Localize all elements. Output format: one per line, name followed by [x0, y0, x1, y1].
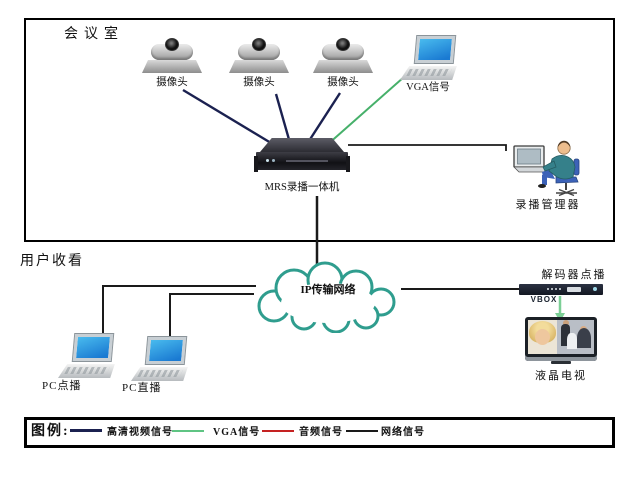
camera-lens-icon [252, 38, 266, 51]
recording-manager-icon [513, 140, 580, 197]
camera-lens-icon [165, 38, 179, 51]
vbox-display-panel [567, 287, 581, 292]
camera-base [313, 60, 373, 73]
camera-head [151, 44, 193, 60]
pc-vod-label: PC点播 [42, 380, 82, 392]
camera-head [238, 44, 280, 60]
tv-picture-woman2 [577, 328, 591, 348]
rack-ear-left [254, 156, 258, 172]
pc-live-laptop-icon [131, 336, 191, 381]
vga-signal-label: VGA信号 [406, 82, 450, 93]
camera-base [229, 60, 289, 73]
legend-network-line [346, 430, 378, 432]
legend-network-label: 网络信号 [381, 427, 425, 438]
camera-base [142, 60, 202, 73]
legend-box [24, 417, 615, 448]
laptop-screen [71, 333, 115, 362]
mrs-recorder-icon [254, 138, 350, 176]
camera3-label: 摄像头 [327, 77, 359, 88]
conference-room-box [24, 18, 615, 242]
camera1-icon [142, 38, 202, 74]
rack-ear-right [346, 156, 350, 172]
camera-lens-icon [336, 38, 350, 51]
laptop-keyboard [137, 370, 183, 377]
legend-hd-video-line [70, 429, 102, 432]
recording-manager-label: 录播管理器 [515, 199, 581, 211]
hd-video-line-camera3 [305, 92, 342, 145]
legend-vga-line [172, 430, 204, 432]
ip-network-cloud-icon [257, 261, 396, 333]
camera2-icon [229, 38, 289, 74]
vga-laptop-icon [400, 35, 460, 80]
lcd-tv-label: 液晶电视 [535, 370, 587, 382]
tv-stand [551, 361, 571, 364]
vbox-decoder-icon [519, 284, 603, 295]
tv-screen [528, 320, 594, 354]
mrs-recorder-label: MRS录播一体机 [264, 182, 340, 193]
recorder-top-face [260, 138, 344, 152]
decoder-vod-label: 解码器点播 [541, 269, 607, 281]
tv-picture-man [561, 324, 570, 346]
network-line-cloud-pc-live [169, 293, 254, 341]
laptop-keyboard [406, 69, 452, 76]
legend-audio-line [262, 430, 294, 432]
hd-video-line-camera2 [274, 93, 292, 144]
vbox-led-icon [593, 287, 597, 291]
vga-line-laptop-recorder [326, 76, 405, 146]
legend-vga-label: VGA信号 [213, 427, 261, 438]
tv-frame [525, 317, 597, 361]
pc-vod-laptop-icon [58, 333, 118, 378]
laptop-screen [413, 35, 457, 64]
camera-head [322, 44, 364, 60]
conference-room-label: 会议室 [64, 27, 124, 42]
legend-hd-video-label: 高清视频信号 [107, 427, 173, 438]
hd-video-line-camera1 [182, 88, 272, 145]
pc-live-label: PC直播 [122, 382, 162, 394]
laptop-keyboard [64, 367, 110, 374]
vbox-device-label: VBOX [530, 295, 558, 304]
tv-picture-woman-face [535, 329, 550, 345]
legend-title: 图例: [31, 424, 70, 439]
camera2-label: 摄像头 [243, 77, 275, 88]
recorder-slot [286, 160, 328, 162]
ip-network-label: IP传输网络 [300, 284, 356, 296]
recorder-led-icon [266, 159, 269, 162]
camera1-label: 摄像头 [156, 77, 188, 88]
tv-picture-man-head [563, 320, 569, 326]
vbox-ports [547, 288, 549, 290]
tv-picture-person-white [567, 333, 577, 349]
laptop-screen [144, 336, 188, 365]
manager-body [548, 155, 576, 180]
camera3-icon [313, 38, 373, 74]
chair-base [556, 188, 577, 197]
network-line-cloud-pc-vod [102, 285, 256, 338]
lcd-tv-icon [525, 317, 597, 364]
legend-audio-label: 音频信号 [299, 427, 343, 438]
user-viewing-label: 用户收看 [20, 254, 84, 269]
network-line-recorder-manager [348, 144, 507, 151]
